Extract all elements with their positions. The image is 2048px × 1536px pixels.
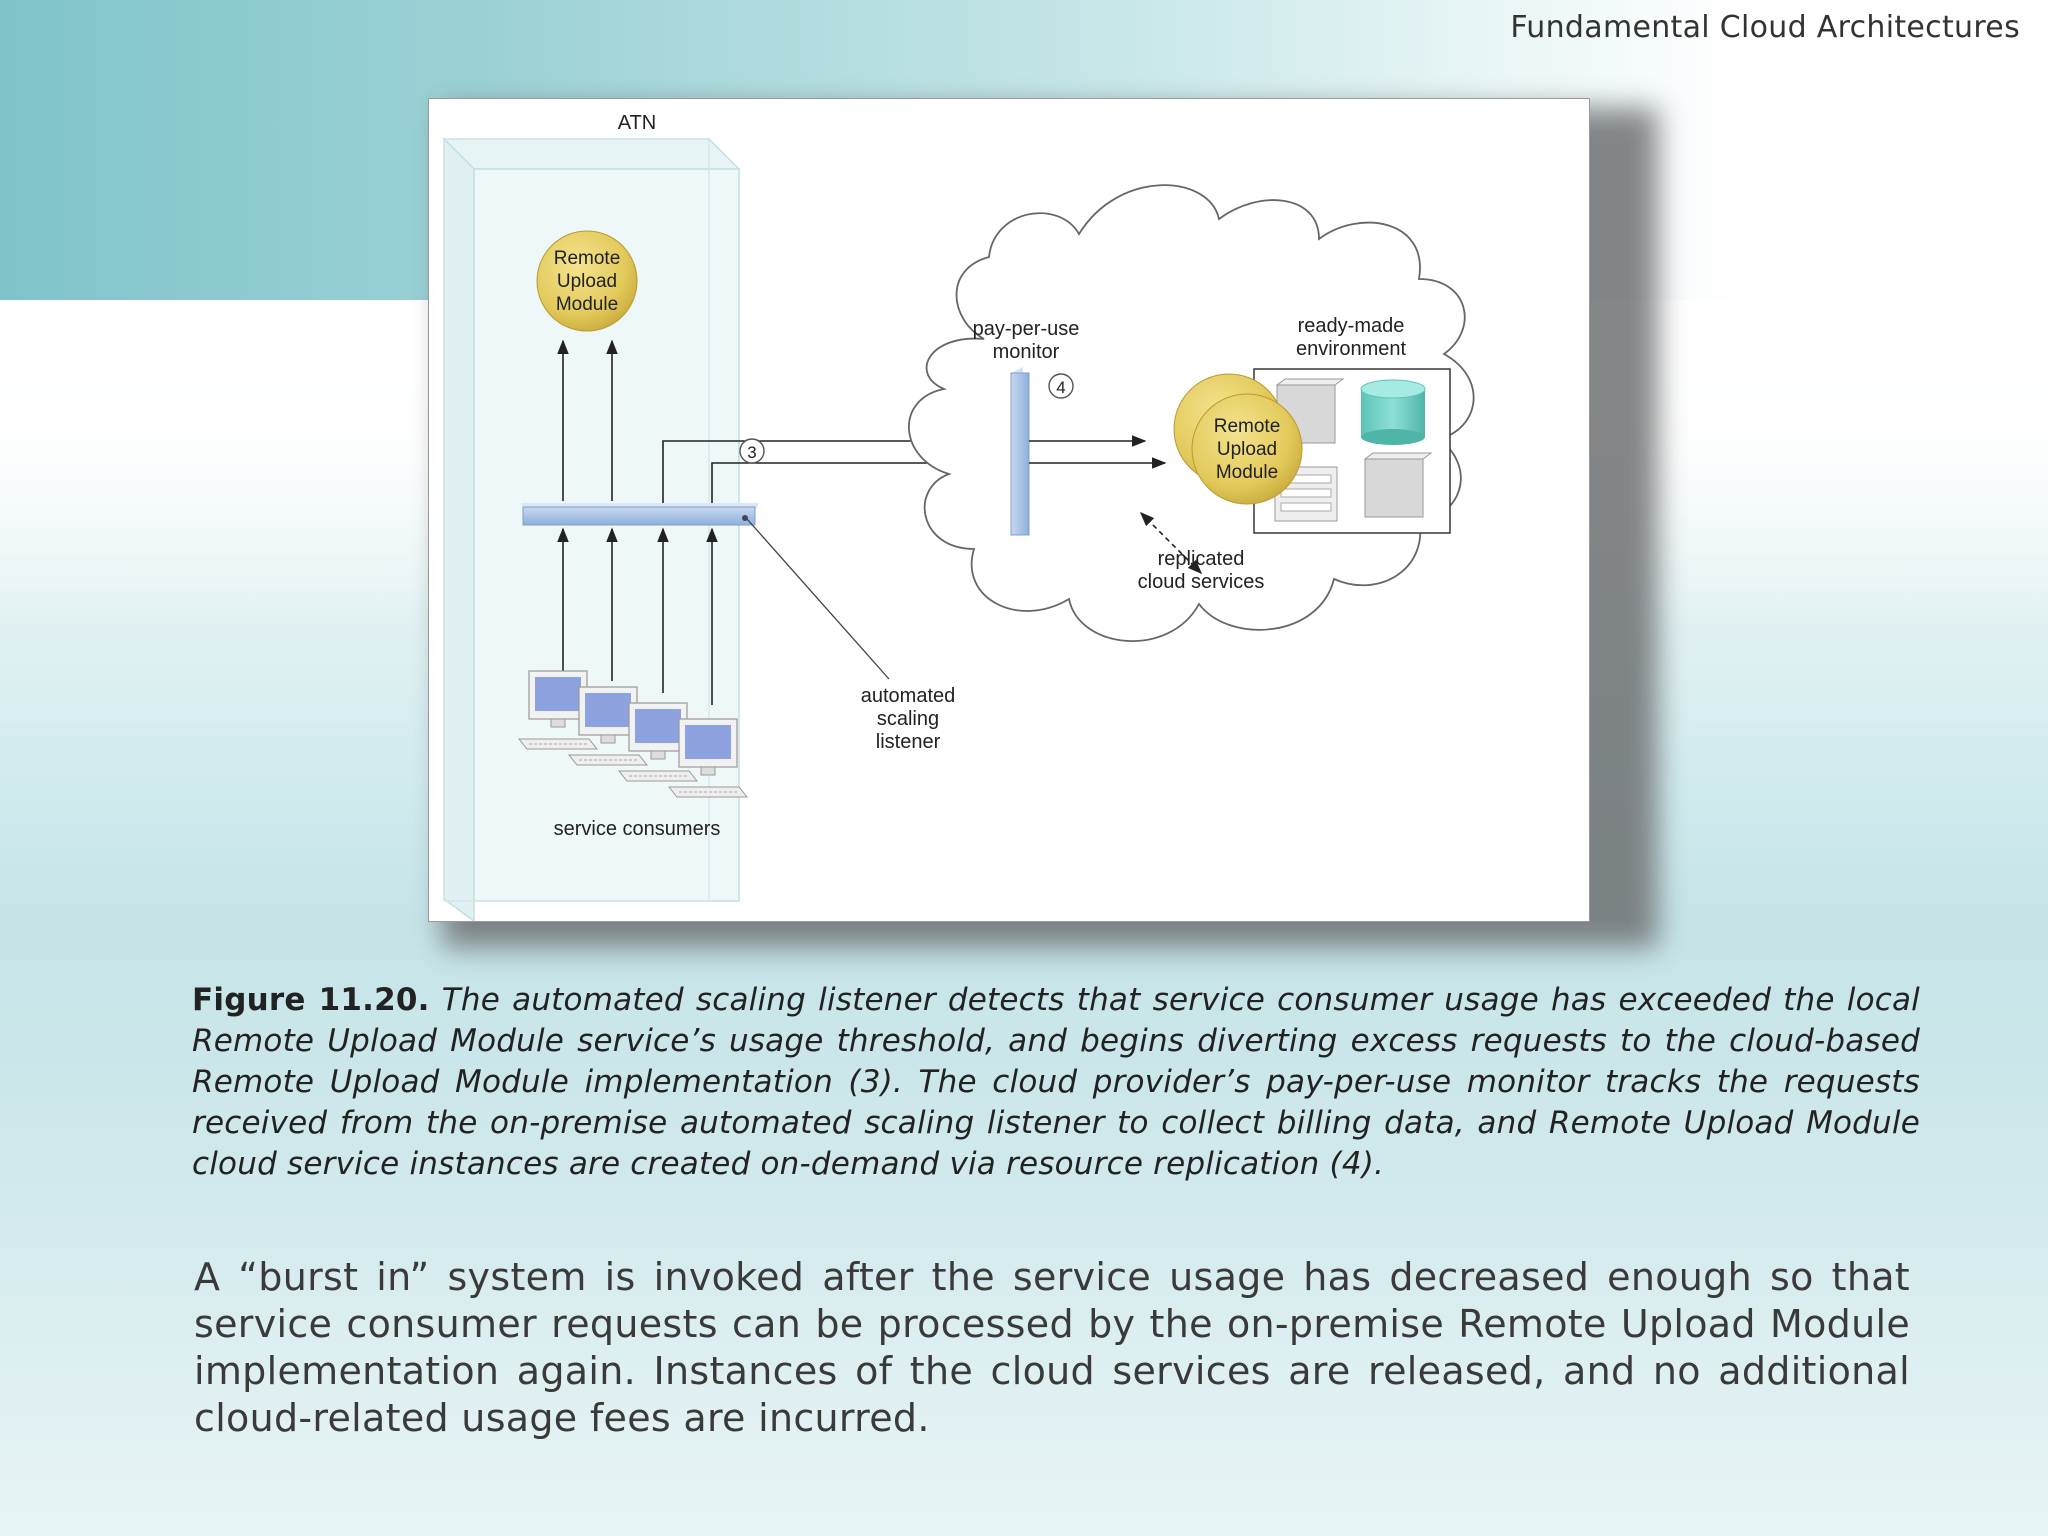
ready-made-environment-label: ready-made environment: [1296, 315, 1407, 360]
svg-text:automated: automated: [861, 685, 956, 707]
computer-icon: [617, 702, 699, 782]
automated-scaling-listener-label: automated scaling listener: [861, 685, 956, 753]
svg-text:monitor: monitor: [993, 341, 1060, 363]
step-3-marker: 3: [739, 438, 765, 464]
svg-text:Module: Module: [556, 294, 618, 315]
local-remote-upload-module: Remote Upload Module: [536, 230, 638, 332]
cloud-remote-upload-module: Remote Upload Module: [1173, 373, 1303, 505]
atn-label: ATN: [618, 112, 657, 134]
svg-text:Remote: Remote: [554, 248, 621, 269]
figure-label: Figure 11.20.: [192, 982, 430, 1018]
svg-text:3: 3: [747, 443, 756, 462]
computer-icon: [517, 670, 599, 750]
svg-text:4: 4: [1056, 378, 1065, 397]
svg-text:Upload: Upload: [557, 271, 617, 292]
svg-text:cloud services: cloud services: [1138, 571, 1265, 593]
automated-scaling-listener-bar: [521, 503, 759, 526]
svg-text:environment: environment: [1296, 338, 1407, 360]
server-icon: [1363, 452, 1433, 518]
figure-diagram: ATN Remote Upload Module 3: [428, 98, 1590, 922]
figure-caption-text: The automated scaling listener detects t…: [192, 982, 1920, 1182]
svg-text:replicated: replicated: [1158, 548, 1245, 570]
step-4-marker: 4: [1048, 373, 1074, 399]
computer-icon: [667, 718, 749, 798]
svg-text:pay-per-use: pay-per-use: [973, 318, 1080, 340]
svg-text:listener: listener: [876, 731, 941, 753]
replicated-cloud-services-label: replicated cloud services: [1138, 548, 1265, 593]
ready-made-environment-box: [1253, 368, 1451, 534]
route-to-cloud-2: [711, 462, 885, 503]
service-consumers-group: [517, 670, 749, 798]
listener-callout-line: [746, 518, 890, 680]
svg-text:Remote: Remote: [1214, 416, 1281, 437]
pay-per-use-monitor-bar: [1010, 367, 1030, 536]
svg-text:Module: Module: [1216, 462, 1278, 483]
pay-per-use-monitor-label: pay-per-use monitor: [973, 318, 1080, 363]
body-paragraph: A “burst in” system is invoked after the…: [194, 1255, 1910, 1440]
database-cylinder-icon: [1360, 379, 1426, 445]
figure-caption: Figure 11.20. The automated scaling list…: [192, 980, 1920, 1185]
svg-text:ready-made: ready-made: [1298, 315, 1405, 337]
svg-text:Upload: Upload: [1217, 439, 1277, 460]
service-consumers-label: service consumers: [554, 818, 721, 840]
svg-text:scaling: scaling: [877, 708, 939, 730]
computer-icon: [567, 686, 649, 766]
route-to-cloud-1: [662, 440, 885, 503]
slide-header-title: Fundamental Cloud Architectures: [1510, 10, 2020, 45]
